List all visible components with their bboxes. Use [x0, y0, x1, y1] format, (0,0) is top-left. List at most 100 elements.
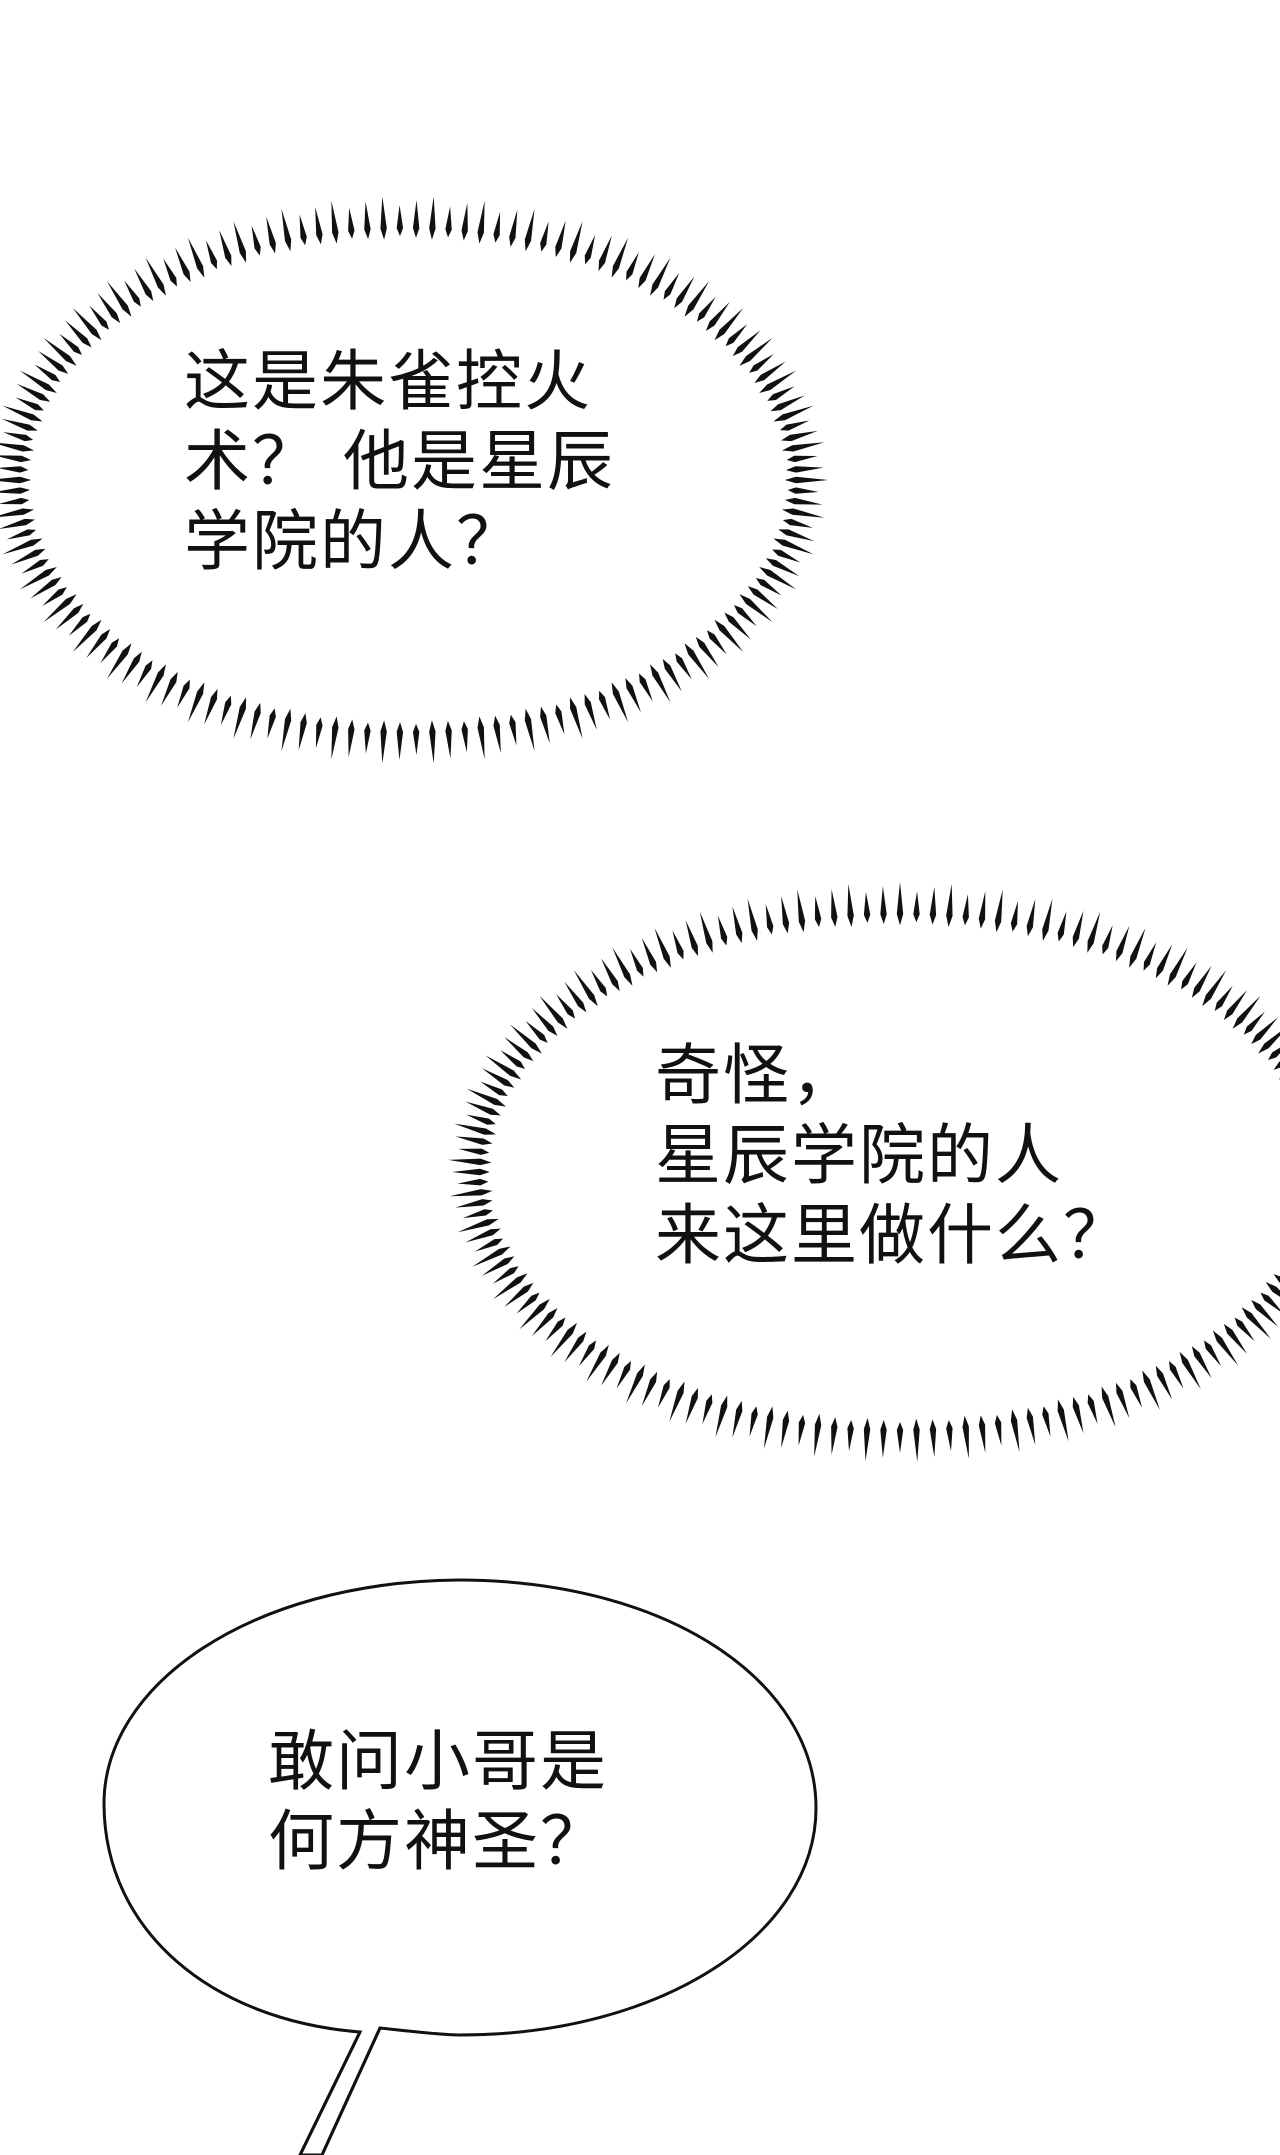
spike-mark [448, 1158, 492, 1166]
spike-mark [504, 1036, 534, 1062]
spike-mark [380, 720, 387, 764]
spike-mark [38, 350, 69, 374]
spike-mark [34, 364, 61, 383]
spike-mark [573, 970, 598, 1007]
spike-mark [364, 722, 371, 754]
spike-mark [781, 896, 790, 934]
spike-mark [765, 904, 774, 935]
spike-mark [466, 1088, 506, 1107]
spike-mark [43, 337, 77, 366]
spike-mark [779, 420, 810, 431]
spike-mark [699, 911, 713, 953]
spike-mark [896, 882, 904, 926]
spike-mark [1169, 1361, 1184, 1389]
spike-mark [65, 320, 92, 348]
spike-mark [100, 638, 120, 664]
spike-mark [714, 308, 744, 341]
spike-mark [43, 594, 77, 623]
spike-mark [601, 1352, 620, 1386]
spike-mark [929, 1419, 937, 1458]
spike-mark [187, 682, 205, 723]
spike-mark [266, 216, 276, 254]
spike-mark [785, 466, 824, 473]
spike-mark [348, 207, 355, 239]
spike-mark [586, 1344, 609, 1382]
spike-mark [0, 443, 35, 452]
spike-mark [747, 898, 758, 941]
spike-mark [281, 708, 292, 751]
spike-mark [786, 455, 818, 463]
spike-mark [161, 671, 178, 706]
spike-mark [626, 1364, 645, 1404]
spike-mark [598, 235, 612, 271]
spike-mark [11, 548, 46, 565]
spike-mark [1214, 985, 1233, 1011]
spike-mark [21, 559, 49, 574]
spike-mark [348, 719, 355, 758]
spike-mark [814, 1413, 822, 1457]
spike-mark [455, 1136, 493, 1145]
spike-mark [516, 1292, 540, 1314]
spike-mark [452, 1168, 490, 1176]
spike-mark [847, 883, 854, 927]
spike-mark [847, 1420, 854, 1452]
spike-mark [124, 280, 141, 307]
spike-mark [773, 405, 814, 422]
spike-mark [1251, 1299, 1278, 1327]
spike-mark [1191, 965, 1212, 998]
spike-mark [1155, 1365, 1173, 1400]
spike-mark [472, 1246, 511, 1267]
spike-mark [461, 721, 468, 753]
spike-mark [477, 716, 485, 760]
spike-mark [732, 1400, 743, 1438]
spike-mark [1251, 1017, 1278, 1045]
spike-mark [599, 690, 611, 720]
spike-mark [0, 497, 30, 505]
spike-mark [298, 713, 307, 751]
bubble-line: 学院的人？ [184, 503, 524, 580]
spike-mark [784, 476, 828, 484]
spike-mark [749, 1406, 758, 1437]
spike-mark [412, 200, 420, 238]
spike-mark [773, 538, 814, 555]
spike-mark [1010, 901, 1018, 932]
spike-mark [72, 308, 102, 341]
spike-mark [481, 1256, 515, 1276]
spike-mark [1234, 1317, 1255, 1342]
spike-mark [458, 1148, 490, 1155]
spike-mark [550, 1322, 578, 1357]
spike-mark [445, 206, 452, 238]
spike-mark [219, 230, 232, 266]
spike-mark [59, 333, 83, 355]
spike-mark [663, 272, 680, 300]
spike-mark [732, 906, 743, 944]
spike-mark [531, 1008, 558, 1036]
spike-mark [539, 995, 568, 1029]
spike-mark [220, 695, 232, 726]
spike-mark [781, 508, 825, 518]
spike-mark [233, 221, 247, 263]
spike-mark [564, 981, 587, 1013]
spike-mark [1223, 1323, 1248, 1354]
spike-mark [540, 706, 550, 744]
spike-mark [612, 947, 633, 986]
spike-mark [1179, 1351, 1201, 1390]
spike-mark [331, 716, 339, 760]
spike-mark [461, 202, 468, 241]
spike-mark [657, 1379, 670, 1408]
spike-mark [763, 1406, 774, 1449]
spike-mark [797, 889, 806, 933]
spike-mark [474, 1238, 504, 1252]
spike-mark [672, 930, 684, 960]
spike-mark [1273, 1274, 1280, 1283]
spike-mark [733, 605, 757, 627]
spike-mark [19, 370, 57, 394]
spike-mark [638, 254, 655, 289]
spike-mark [759, 566, 797, 590]
spike-mark [626, 252, 639, 281]
spike-mark [449, 1189, 493, 1197]
spike-mark [457, 1218, 499, 1233]
spike-mark [1181, 962, 1197, 990]
